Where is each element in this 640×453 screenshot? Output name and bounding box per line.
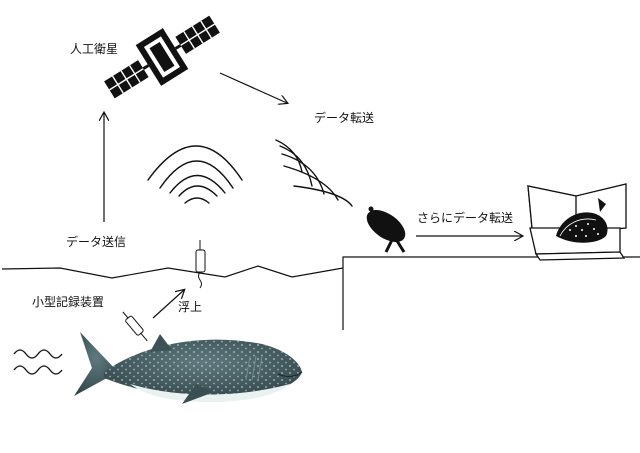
satellite-dish-icon [366, 206, 406, 253]
label-small-logger: 小型記録装置 [32, 295, 105, 309]
sea-surface [1, 265, 344, 279]
arrow-satellite-to-ground [219, 72, 287, 103]
wave-icon [13, 349, 63, 375]
data-logger-icon-attached [122, 311, 148, 342]
label-data-transfer: データ転送 [314, 111, 375, 125]
screen-shark-image [556, 198, 608, 243]
satellite-icon [104, 15, 220, 99]
label-satellite: 人工衛星 [70, 42, 119, 56]
label-data-transmit: データ送信 [66, 235, 127, 249]
label-further-transfer: さらにデータ転送 [417, 211, 514, 225]
signal-arcs-logger [147, 145, 243, 204]
label-float-up: 浮上 [178, 300, 203, 314]
ground-line [342, 256, 640, 330]
signal-arcs-transfer [275, 139, 353, 207]
data-logger-icon-surfaced [195, 240, 206, 289]
arrow-float-up [152, 290, 184, 319]
whale-shark-icon [74, 332, 303, 404]
